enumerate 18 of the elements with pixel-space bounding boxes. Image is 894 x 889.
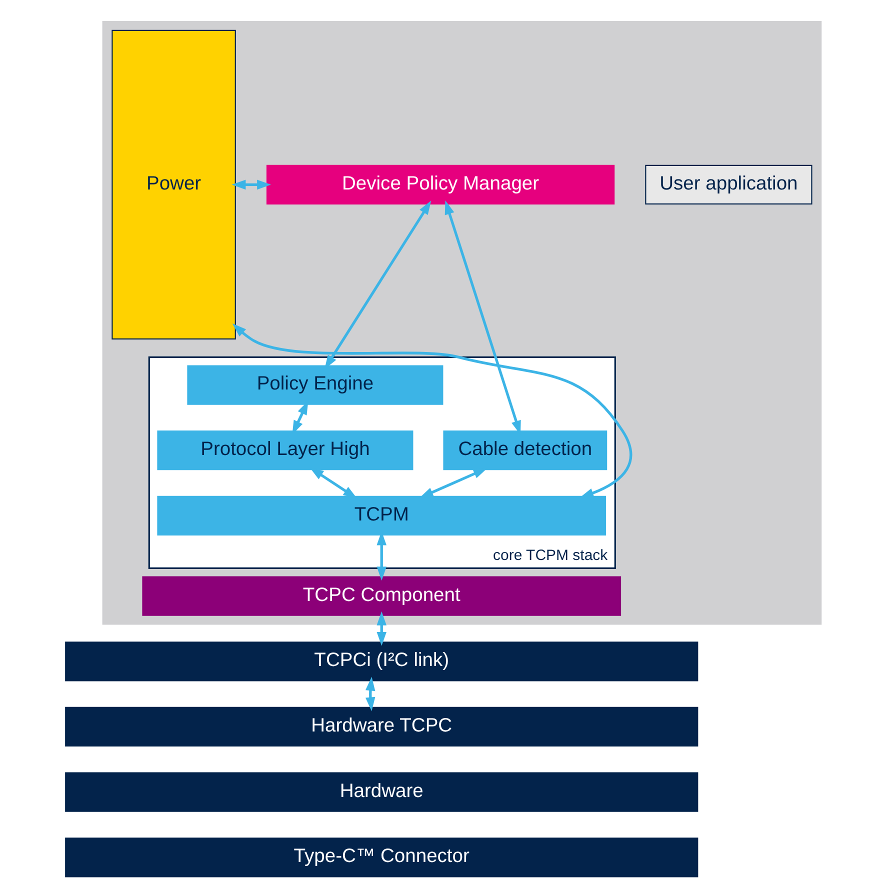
node-box: TCPM: [156, 495, 606, 536]
node-box: Type-C™ Connector: [64, 837, 698, 877]
arrow: [232, 323, 632, 498]
node-box: Cable detection: [442, 430, 607, 470]
node-box: TCPC Component: [142, 576, 621, 616]
node-box: User application: [644, 164, 812, 204]
arrow: [376, 610, 386, 646]
node-box: Power: [111, 29, 236, 339]
node-box: Hardware: [64, 772, 698, 812]
arrow: [418, 468, 487, 498]
arrow: [309, 467, 357, 498]
arrow: [231, 179, 271, 190]
node-box: Protocol Layer High: [156, 430, 413, 470]
node-box: Policy Engine: [186, 364, 443, 404]
node-box: TCPCi (I²C link): [64, 641, 698, 681]
arrow: [365, 676, 375, 711]
node-box: Hardware TCPC: [64, 706, 698, 746]
node-box: Device Policy Manager: [266, 164, 614, 204]
